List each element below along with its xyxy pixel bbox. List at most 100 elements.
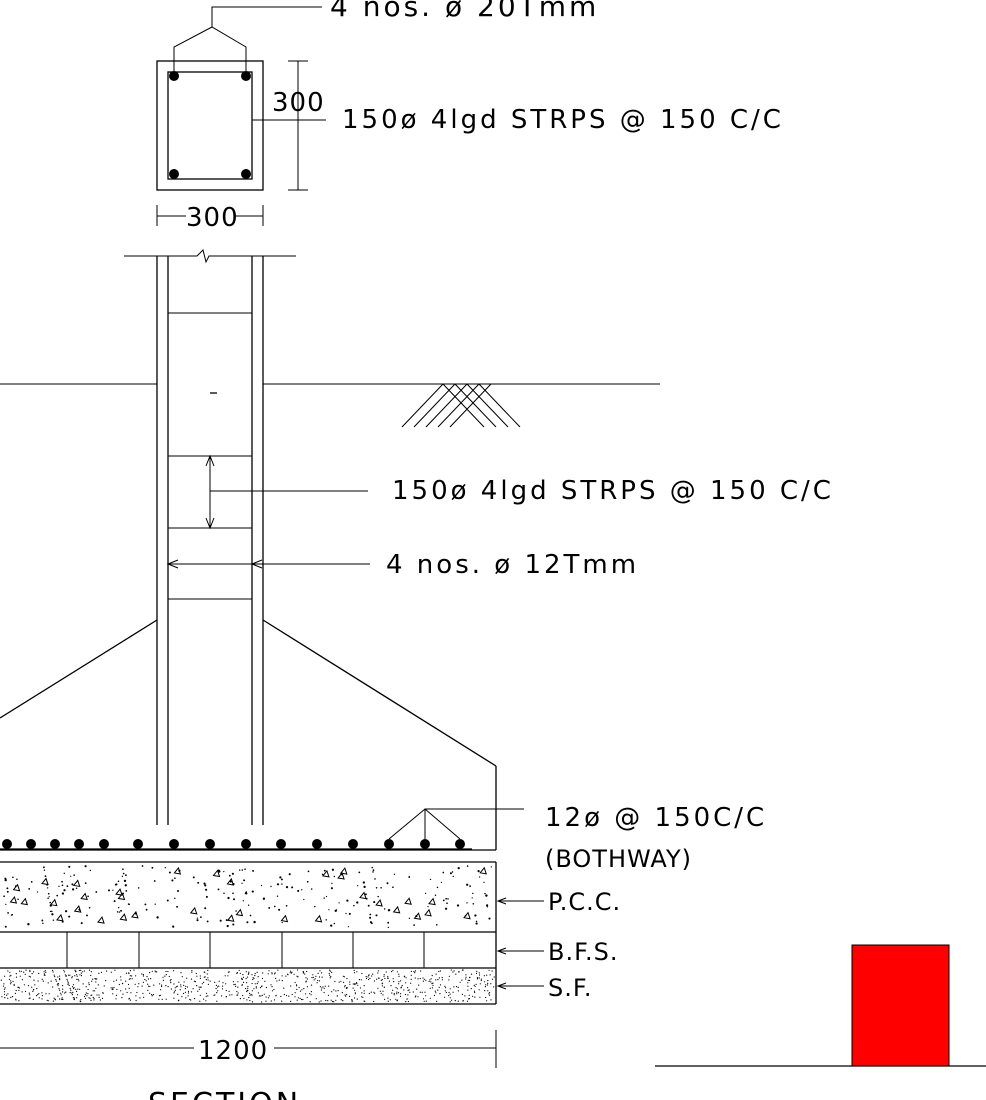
pcc-speck [241,882,243,884]
sf-speck [19,970,21,972]
sf-speck [455,973,457,975]
sf-speck [198,988,200,990]
sf-speck [237,981,239,983]
sf-speck [97,984,99,986]
sf-speck [84,994,86,996]
sf-speck [28,992,30,994]
sf-speck [115,998,117,1000]
column-outline [156,60,264,191]
pcc-speck [4,878,7,882]
pcc-speck [52,919,55,921]
pcc-speck [123,879,127,883]
sf-speck [141,985,143,987]
sf-speck [393,992,395,995]
pcc-speck [197,881,200,884]
sf-speck [261,977,264,980]
sf-speck [94,990,96,992]
sf-speck [35,995,38,997]
sf-speck [368,974,370,976]
sf-speck [325,999,327,1002]
pcc-speck [375,914,378,917]
sf-speck [180,972,182,974]
sf-speck [24,990,27,993]
pcc-speck [471,897,473,899]
sf-speck [334,980,336,983]
sf-speck [32,990,34,993]
sf-speck [331,991,333,993]
red-marker [655,944,986,1067]
sf-speck [29,970,31,973]
sf-speck [232,981,234,983]
sf-speck [207,969,209,972]
pcc-speck [241,869,244,871]
sf-speck [60,998,63,1000]
footing-slope-left [0,619,158,719]
sf-speck [67,983,69,985]
pcc-speck [205,888,208,891]
sf-speck [44,970,46,972]
sf-speck [452,991,454,993]
sf-speck [70,989,72,991]
pcc-speck [387,921,390,924]
sf-speck [245,971,247,973]
sf-speck [322,986,324,988]
sf-speck [178,999,180,1001]
sf-speck [359,987,361,989]
sf-speck [297,997,299,999]
sf-speck [165,985,167,987]
pcc-speck [469,885,471,887]
sf-speck [136,991,138,994]
sf-speck [263,993,265,995]
sf-speck [392,989,394,991]
pcc-speck [113,900,116,903]
pcc-aggregate [115,888,123,896]
sf-speck [480,979,482,982]
sf-speck [268,995,270,997]
sf-speck [377,972,379,974]
sf-speck [467,982,469,984]
pcc-aggregate [173,866,182,875]
sf-speck [57,985,59,987]
sf-speck [78,980,80,982]
sf-speck [159,983,161,985]
sf-speck [84,997,87,1000]
sf-speck [115,994,117,997]
sf-speck [207,983,209,986]
pcc-aggregate [226,877,235,886]
sf-speck [98,994,100,996]
sf-speck [242,974,244,976]
sf-speck [66,978,68,981]
sf-speck [405,977,407,979]
pcc-speck [447,898,449,900]
sf-speck [491,970,493,972]
sf-speck [148,985,150,987]
sf-speck [487,982,489,985]
sf-speck [180,984,182,986]
sf-speck [441,979,443,981]
sf-speck [255,986,257,988]
sf-speck [355,983,357,985]
pcc-speck [475,922,478,925]
sf-speck [98,996,100,999]
sf-speck [249,992,251,995]
sf-speck [410,982,412,984]
sf-speck [371,975,373,977]
sf-speck [197,990,199,992]
sf-speck [484,981,486,983]
sf-speck [392,978,394,980]
sf-speck [205,978,207,981]
sf-speck [321,976,323,978]
sf-speck [175,986,178,988]
sf-speck [398,983,400,985]
sf-speck [52,986,54,988]
sf-speck [352,983,354,985]
sf-speck [61,997,63,999]
sf-speck [92,978,94,980]
sf-speck [177,993,179,996]
sf-speck [105,980,107,982]
sf-speck [414,996,416,998]
sf-speck [300,998,303,1001]
sf-speck [387,1000,389,1002]
sf-speck [454,1000,456,1002]
sf-speck [68,974,70,976]
